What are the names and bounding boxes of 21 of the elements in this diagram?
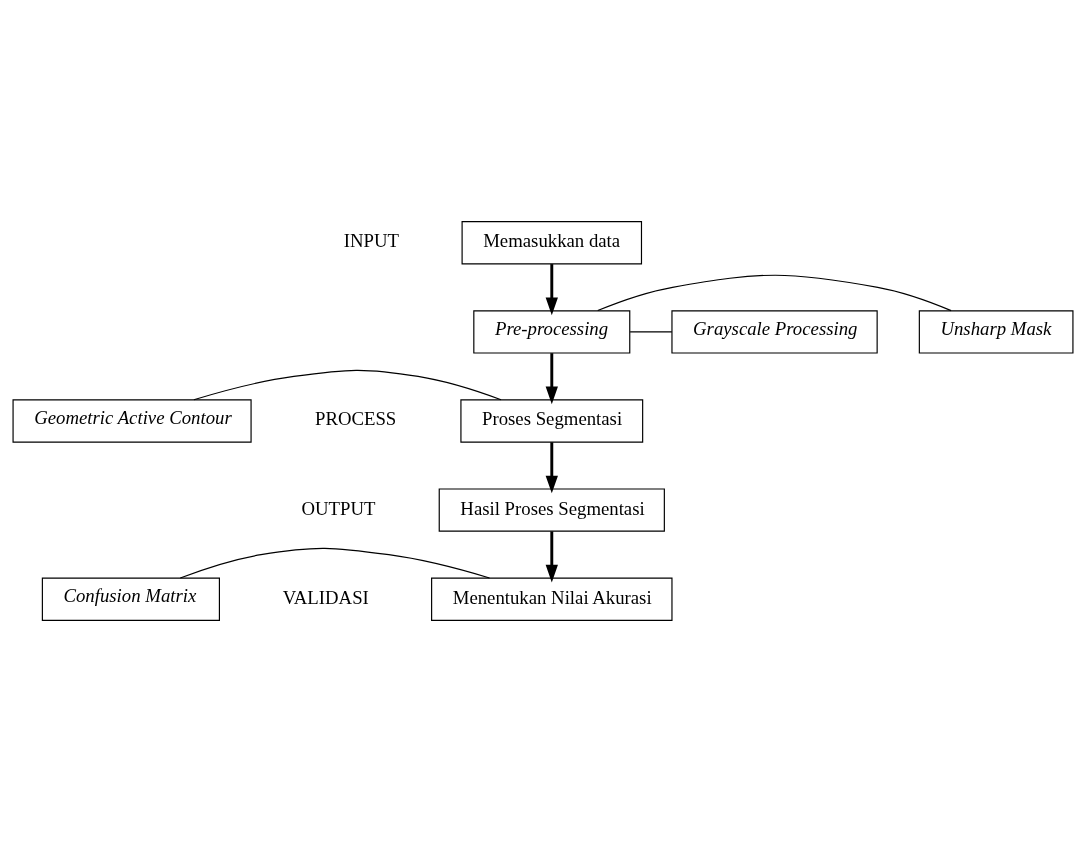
connector <box>193 369 502 401</box>
node-box: Grayscale Processing <box>671 310 878 354</box>
node-box: Proses Segmentasi <box>460 399 644 443</box>
node-box: Geometric Active Contour <box>12 399 252 443</box>
node-box: Confusion Matrix <box>41 577 220 621</box>
label: INPUT <box>343 230 399 252</box>
arrow <box>545 353 558 405</box>
connector <box>597 274 952 312</box>
arrow <box>545 264 558 316</box>
connector <box>179 547 491 579</box>
node-box: Unsharp Mask <box>918 310 1074 354</box>
node-box: Pre-processing <box>473 310 631 354</box>
arrow <box>545 442 558 494</box>
connector <box>629 331 673 333</box>
node-box: Hasil Proses Segmentasi <box>438 488 665 532</box>
node-box: Menentukan Nilai Akurasi <box>431 577 673 621</box>
arrow <box>545 531 558 583</box>
node-box: Memasukkan data <box>461 221 643 265</box>
label: VALIDASI <box>282 586 369 608</box>
label: OUTPUT <box>301 497 376 519</box>
label: PROCESS <box>314 408 397 430</box>
